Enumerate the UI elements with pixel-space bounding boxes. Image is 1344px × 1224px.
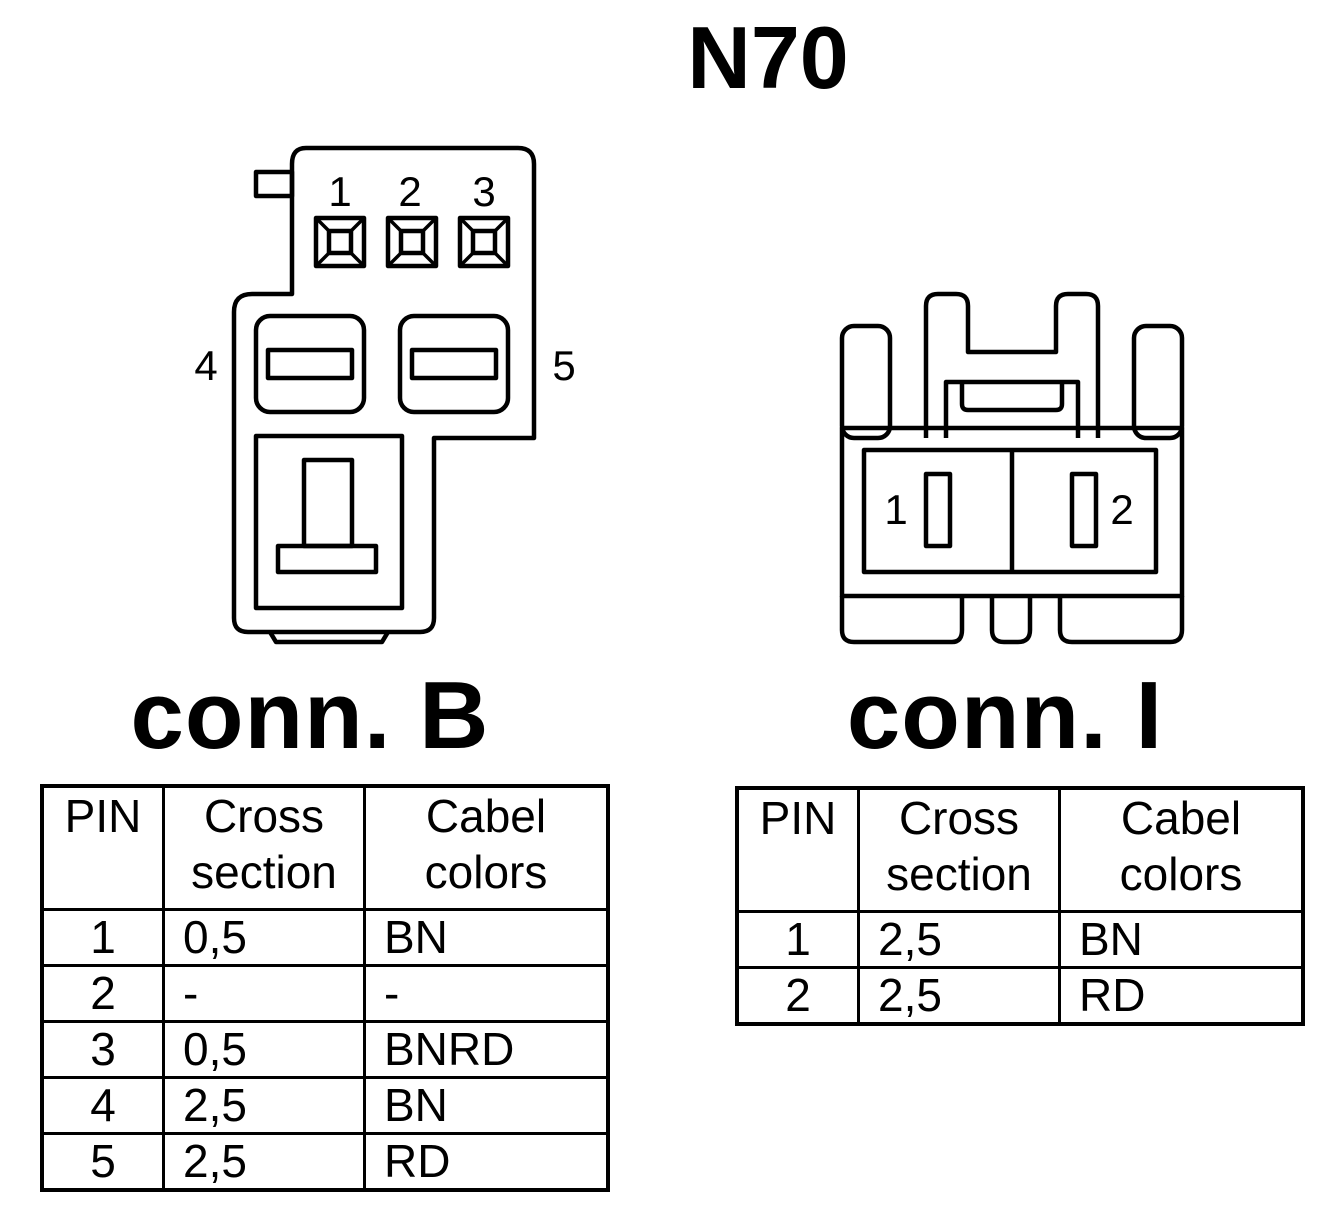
connector-b-pin-3 xyxy=(457,215,511,269)
table-row: 5 2,5 RD xyxy=(40,1132,610,1192)
pin-label-2: 2 xyxy=(398,168,421,215)
table-row: 3 0,5 BNRD xyxy=(40,1020,610,1079)
connector-i-pin-labels: 1 2 xyxy=(884,486,1133,533)
table-row: 4 2,5 BN xyxy=(40,1076,610,1135)
connector-i-left-foot xyxy=(839,596,965,645)
pin-cell: 1 xyxy=(735,910,860,969)
connector-i-left-ear xyxy=(839,323,893,441)
connector-b-pin-5 xyxy=(397,313,511,415)
pin-cell: 2 xyxy=(735,966,860,1026)
connector-i-latch-inner xyxy=(943,379,1081,438)
connector-i-latch-outer xyxy=(923,291,1101,438)
cross-section-cell: - xyxy=(162,964,366,1023)
pin-label-1: 1 xyxy=(884,486,907,533)
connector-b-bottom-lip xyxy=(268,630,390,645)
connector-i-center-foot xyxy=(989,596,1033,645)
connector-i-right-ear xyxy=(1131,323,1185,441)
connector-b-housing xyxy=(231,145,537,635)
cable-color-cell: BN xyxy=(1058,910,1305,969)
cross-section-cell: 2,5 xyxy=(162,1132,366,1192)
pin-label-1: 1 xyxy=(328,168,351,215)
connector-i-right-foot xyxy=(1057,596,1185,645)
connector-i-title: conn. I xyxy=(846,662,1164,769)
connector-b-latch xyxy=(253,169,295,199)
header-pin: PIN xyxy=(40,784,165,911)
pin-cell: 4 xyxy=(40,1076,165,1135)
pin-cell: 2 xyxy=(40,964,165,1023)
connector-b-pin-labels: 1 2 3 4 5 xyxy=(194,168,575,389)
pin-label-5: 5 xyxy=(552,342,575,389)
cross-section-cell: 2,5 xyxy=(162,1076,366,1135)
connector-i-pin-1 xyxy=(923,471,953,549)
pin-label-3: 3 xyxy=(472,168,495,215)
pin-cell: 5 xyxy=(40,1132,165,1192)
cable-color-cell: BN xyxy=(363,908,610,967)
table-row: 2 2,5 RD xyxy=(735,966,1305,1026)
cable-color-cell: BNRD xyxy=(363,1020,610,1079)
cable-color-cell: - xyxy=(363,964,610,1023)
pin-cell: 3 xyxy=(40,1020,165,1079)
connector-b-title: conn. B xyxy=(130,662,490,769)
cross-section-cell: 2,5 xyxy=(857,966,1061,1026)
cable-color-cell: RD xyxy=(1058,966,1305,1026)
header-pin: PIN xyxy=(735,786,860,913)
pin-label-4: 4 xyxy=(194,342,217,389)
cross-section-cell: 2,5 xyxy=(857,910,1061,969)
connector-b-pin-2 xyxy=(385,215,439,269)
connector-b-pin-4 xyxy=(253,313,367,415)
connector-b-drawing xyxy=(231,145,537,645)
table-row: 1 2,5 BN xyxy=(735,910,1305,969)
cross-section-cell: 0,5 xyxy=(162,1020,366,1079)
connector-b-key-socket xyxy=(253,433,405,611)
connector-b-pin-1 xyxy=(313,215,367,269)
connector-i-body xyxy=(839,425,1185,599)
cable-color-cell: RD xyxy=(363,1132,610,1192)
cross-section-cell: 0,5 xyxy=(162,908,366,967)
connector-i-drawing xyxy=(839,291,1185,645)
table-row: 2 - - xyxy=(40,964,610,1023)
diagram-title: N70 xyxy=(687,8,849,107)
connector-i-pin-2 xyxy=(1069,471,1099,549)
cable-color-cell: BN xyxy=(363,1076,610,1135)
pin-cell: 1 xyxy=(40,908,165,967)
pin-label-2: 2 xyxy=(1110,486,1133,533)
table-row: 1 0,5 BN xyxy=(40,908,610,967)
